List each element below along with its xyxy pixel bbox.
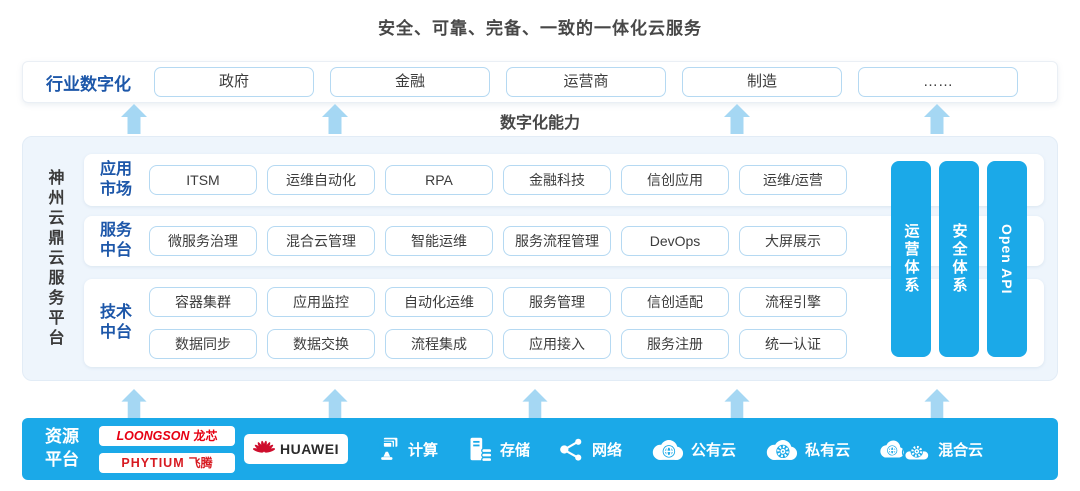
resource-capability-list: 计算 存储 [374, 436, 983, 463]
svc-item-hybrid-cloud-mgmt: 混合云管理 [267, 226, 375, 256]
storage-icon [470, 437, 493, 462]
industry-item-finance: 金融 [330, 67, 490, 97]
phytium-logo: PHYTIUM 飞腾 [99, 452, 235, 473]
phytium-cn-label: 飞腾 [188, 456, 213, 470]
tech-item-app-monitor: 应用监控 [267, 287, 375, 317]
public-cloud-icon [652, 439, 684, 460]
network-icon [560, 438, 582, 461]
tech-item-app-access: 应用接入 [503, 329, 611, 359]
tech-item-service-mgmt: 服务管理 [503, 287, 611, 317]
capability-public-cloud: 公有云 [650, 437, 736, 462]
platform-side-label: 神州云鼎云服务平台 [45, 168, 63, 349]
pillar-operation-label: 运营体系 [902, 223, 920, 295]
resource-platform-bar: 资源平台 LOONGSON 龙芯 PHYTIUM 飞腾 [22, 418, 1058, 480]
tech-item-data-exchange: 数据交换 [267, 329, 375, 359]
service-middle-label: 服务中台 [99, 222, 132, 259]
pillar-operation-system: 运营体系 [891, 161, 931, 357]
industry-item-government: 政府 [154, 67, 314, 97]
svc-item-service-flow: 服务流程管理 [503, 226, 611, 256]
tech-row-2: 数据同步 数据交换 流程集成 应用接入 服务注册 统一认证 [149, 329, 847, 359]
svc-item-devops: DevOps [621, 226, 729, 256]
svc-item-big-screen: 大屏展示 [739, 226, 847, 256]
capability-network: 网络 [558, 436, 622, 463]
up-arrow-icon [924, 389, 950, 418]
capability-storage-label: 存储 [500, 441, 531, 459]
app-market-card: 应用市场 ITSM 运维自动化 RPA 金融科技 信创应用 运维/运营 [84, 154, 1044, 206]
compute-icon [377, 437, 398, 460]
tech-middle-rows: 容器集群 应用监控 自动化运维 服务管理 信创适配 流程引擎 数据同步 数据交换… [149, 287, 847, 359]
loongson-cn-label: 龙芯 [193, 429, 218, 443]
tech-row-1: 容器集群 应用监控 自动化运维 服务管理 信创适配 流程引擎 [149, 287, 847, 317]
phytium-wordmark: PHYTIUM [121, 455, 185, 470]
tech-item-process-engine: 流程引擎 [739, 287, 847, 317]
capability-hybrid-cloud: 混合云 [878, 437, 983, 462]
loongson-logo: LOONGSON 龙芯 [99, 425, 235, 446]
private-cloud-icon [766, 439, 798, 460]
app-item-itsm: ITSM [149, 165, 257, 195]
capability-network-label: 网络 [592, 441, 623, 459]
industry-item-more: …… [858, 67, 1018, 97]
up-arrow-icon [121, 389, 147, 418]
pillar-security-system: 安全体系 [939, 161, 979, 357]
industry-digitalization-row: 行业数字化 政府 金融 运营商 制造 …… [22, 61, 1058, 103]
hybrid-cloud-icon [880, 438, 932, 460]
tech-item-xinchuang-adapt: 信创适配 [621, 287, 729, 317]
capability-public-cloud-label: 公有云 [691, 441, 737, 459]
app-market-items: ITSM 运维自动化 RPA 金融科技 信创应用 运维/运营 [149, 165, 847, 195]
diagram-title: 安全、可靠、完备、一致的一体化云服务 [378, 19, 702, 38]
digital-capability-arrow-row: 数字化能力 [0, 103, 1080, 135]
up-arrow-icon [322, 104, 348, 134]
industry-row-label: 行业数字化 [46, 74, 131, 94]
industry-items: 政府 金融 运营商 制造 …… [154, 67, 1018, 97]
app-item-ops-automation: 运维自动化 [267, 165, 375, 195]
pillar-open-api: Open API [987, 161, 1027, 357]
huawei-logo: HUAWEI [244, 434, 348, 464]
up-arrow-icon [924, 104, 950, 134]
up-arrow-icon [121, 104, 147, 134]
tech-middle-label: 技术中台 [99, 304, 132, 341]
app-item-rpa: RPA [385, 165, 493, 195]
capability-storage: 存储 [466, 436, 530, 463]
capability-compute-label: 计算 [408, 441, 439, 459]
up-arrow-icon [724, 104, 750, 134]
huawei-flower-icon [253, 440, 275, 453]
capability-hybrid-cloud-label: 混合云 [938, 441, 984, 459]
capability-compute: 计算 [374, 436, 438, 463]
tech-middle-card: 技术中台 容器集群 应用监控 自动化运维 服务管理 信创适配 流程引擎 数据同步… [84, 279, 1044, 367]
app-item-fintech: 金融科技 [503, 165, 611, 195]
industry-item-manufacturing: 制造 [682, 67, 842, 97]
svc-item-aiops: 智能运维 [385, 226, 493, 256]
tech-item-auto-ops: 自动化运维 [385, 287, 493, 317]
app-item-xinchuang-app: 信创应用 [621, 165, 729, 195]
platform-cards: 应用市场 ITSM 运维自动化 RPA 金融科技 信创应用 运维/运营 服务中台… [84, 154, 1044, 367]
capability-private-cloud-label: 私有云 [805, 441, 851, 459]
pillar-security-label: 安全体系 [950, 223, 968, 295]
tech-item-unified-auth: 统一认证 [739, 329, 847, 359]
loongson-wordmark: LOONGSON [116, 428, 190, 443]
resource-arrow-row [0, 388, 1080, 418]
up-arrow-icon [724, 389, 750, 418]
service-middle-items: 微服务治理 混合云管理 智能运维 服务流程管理 DevOps 大屏展示 [149, 226, 847, 256]
capability-private-cloud: 私有云 [764, 437, 850, 462]
app-market-label: 应用市场 [99, 161, 132, 198]
service-middle-card: 服务中台 微服务治理 混合云管理 智能运维 服务流程管理 DevOps 大屏展示 [84, 216, 1044, 266]
up-arrow-icon [322, 389, 348, 418]
pillar-open-api-label: Open API [999, 223, 1015, 295]
svc-item-microservice: 微服务治理 [149, 226, 257, 256]
cpu-vendor-chips: LOONGSON 龙芯 PHYTIUM 飞腾 [99, 425, 235, 473]
tech-item-data-sync: 数据同步 [149, 329, 257, 359]
tech-item-process-integration: 流程集成 [385, 329, 493, 359]
app-item-ops: 运维/运营 [739, 165, 847, 195]
up-arrow-icon [522, 389, 548, 418]
industry-item-carrier: 运营商 [506, 67, 666, 97]
tech-item-service-registry: 服务注册 [621, 329, 729, 359]
resource-platform-label: 资源平台 [45, 427, 79, 469]
digital-capability-label: 数字化能力 [499, 115, 581, 132]
tech-item-container-cluster: 容器集群 [149, 287, 257, 317]
huawei-wordmark: HUAWEI [280, 441, 339, 457]
cloud-platform-panel: 神州云鼎云服务平台 应用市场 ITSM 运维自动化 RPA 金融科技 信创应用 … [22, 136, 1058, 381]
